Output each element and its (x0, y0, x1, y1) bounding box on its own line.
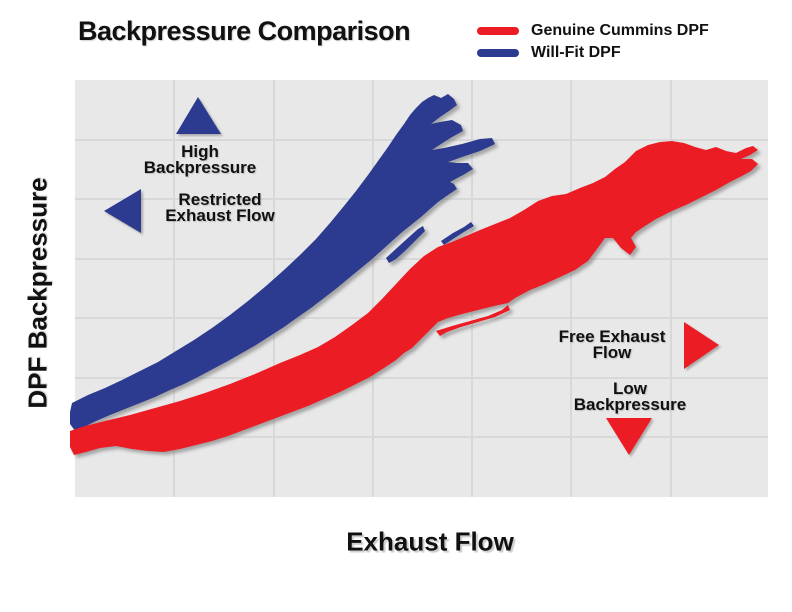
chart-title: Backpressure Comparison (78, 16, 411, 46)
legend-label: Will-Fit DPF (531, 44, 621, 61)
annotation-line: Backpressure (573, 395, 687, 414)
legend-item-genuine: Genuine Cummins DPF (477, 20, 709, 42)
annotation-line: Restricted (178, 190, 262, 209)
annotation-line: Free Exhaust (558, 327, 666, 346)
annotation-line: High (181, 142, 219, 161)
annotation-line: Exhaust Flow (165, 206, 275, 225)
legend-swatch-blue-line-icon (477, 49, 519, 57)
annotation-high-backpressure: High Backpressure (143, 142, 257, 177)
annotation-line: Backpressure (143, 158, 257, 177)
annotation-low-backpressure: Low Backpressure (573, 379, 687, 414)
annotation-restricted-exhaust-flow: Restricted Exhaust Flow (165, 190, 275, 225)
chart-legend: Genuine Cummins DPF Will-Fit DPF (477, 20, 709, 64)
y-axis-label: DPF Backpressure (22, 177, 53, 409)
annotation-line: Flow (592, 343, 632, 362)
legend-label: Genuine Cummins DPF (531, 22, 709, 39)
x-axis-label: Exhaust Flow (346, 526, 514, 557)
plot-area (75, 80, 768, 497)
annotation-line: Low (613, 379, 647, 398)
legend-item-willfit: Will-Fit DPF (477, 42, 709, 64)
legend-swatch-red-line-icon (477, 27, 519, 35)
annotation-free-exhaust-flow: Free Exhaust Flow (558, 327, 666, 362)
